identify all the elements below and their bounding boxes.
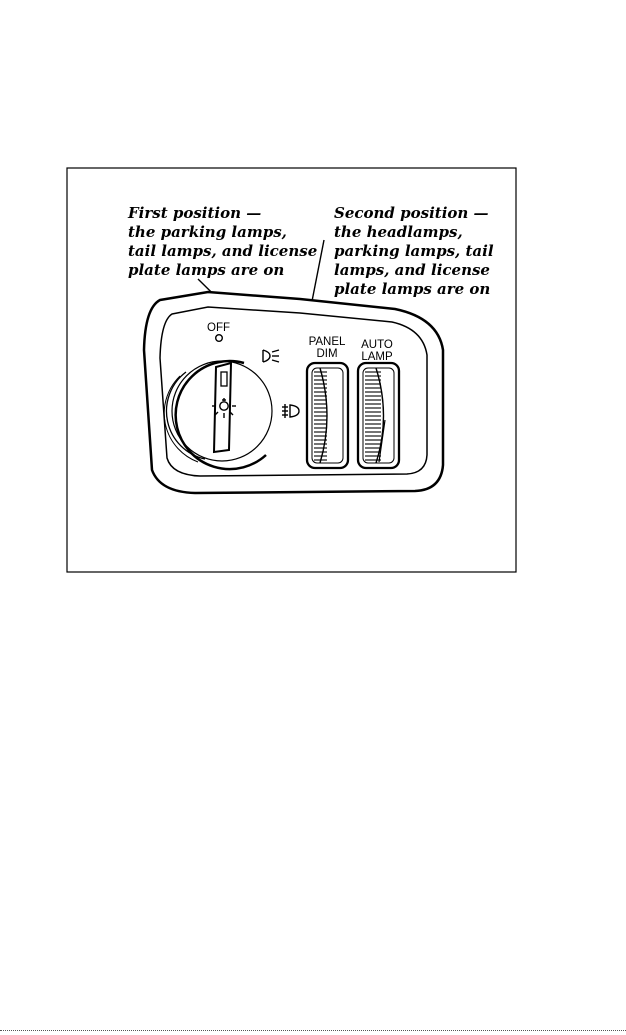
second-position-callout: Second position — the headlamps, parking…: [334, 204, 494, 298]
panel-dim-label-line-1: PANEL: [309, 336, 346, 348]
first-position-line-1: the parking lamps,: [128, 223, 287, 241]
second-position-title: Second position —: [334, 204, 489, 222]
auto-lamp-thumbwheel[interactable]: [358, 363, 399, 468]
off-label: OFF: [207, 322, 230, 334]
second-position-line-4: plate lamps are on: [334, 280, 490, 298]
auto-lamp-label-line-1: AUTO: [361, 339, 393, 351]
auto-lamp-label-line-2: LAMP: [361, 351, 393, 363]
panel-dim-label-line-2: DIM: [316, 348, 337, 360]
second-position-line-2: parking lamps, tail: [334, 242, 494, 260]
panel-dim-thumbwheel[interactable]: [307, 363, 348, 468]
first-position-callout: First position — the parking lamps, tail…: [127, 204, 317, 279]
second-position-line-3: lamps, and license: [334, 261, 490, 279]
first-position-line-3: plate lamps are on: [128, 261, 284, 279]
first-position-title: First position —: [127, 204, 261, 222]
page-bottom-rule: [0, 1030, 626, 1031]
first-position-line-2: tail lamps, and license: [128, 242, 317, 260]
second-position-line-1: the headlamps,: [334, 223, 463, 241]
